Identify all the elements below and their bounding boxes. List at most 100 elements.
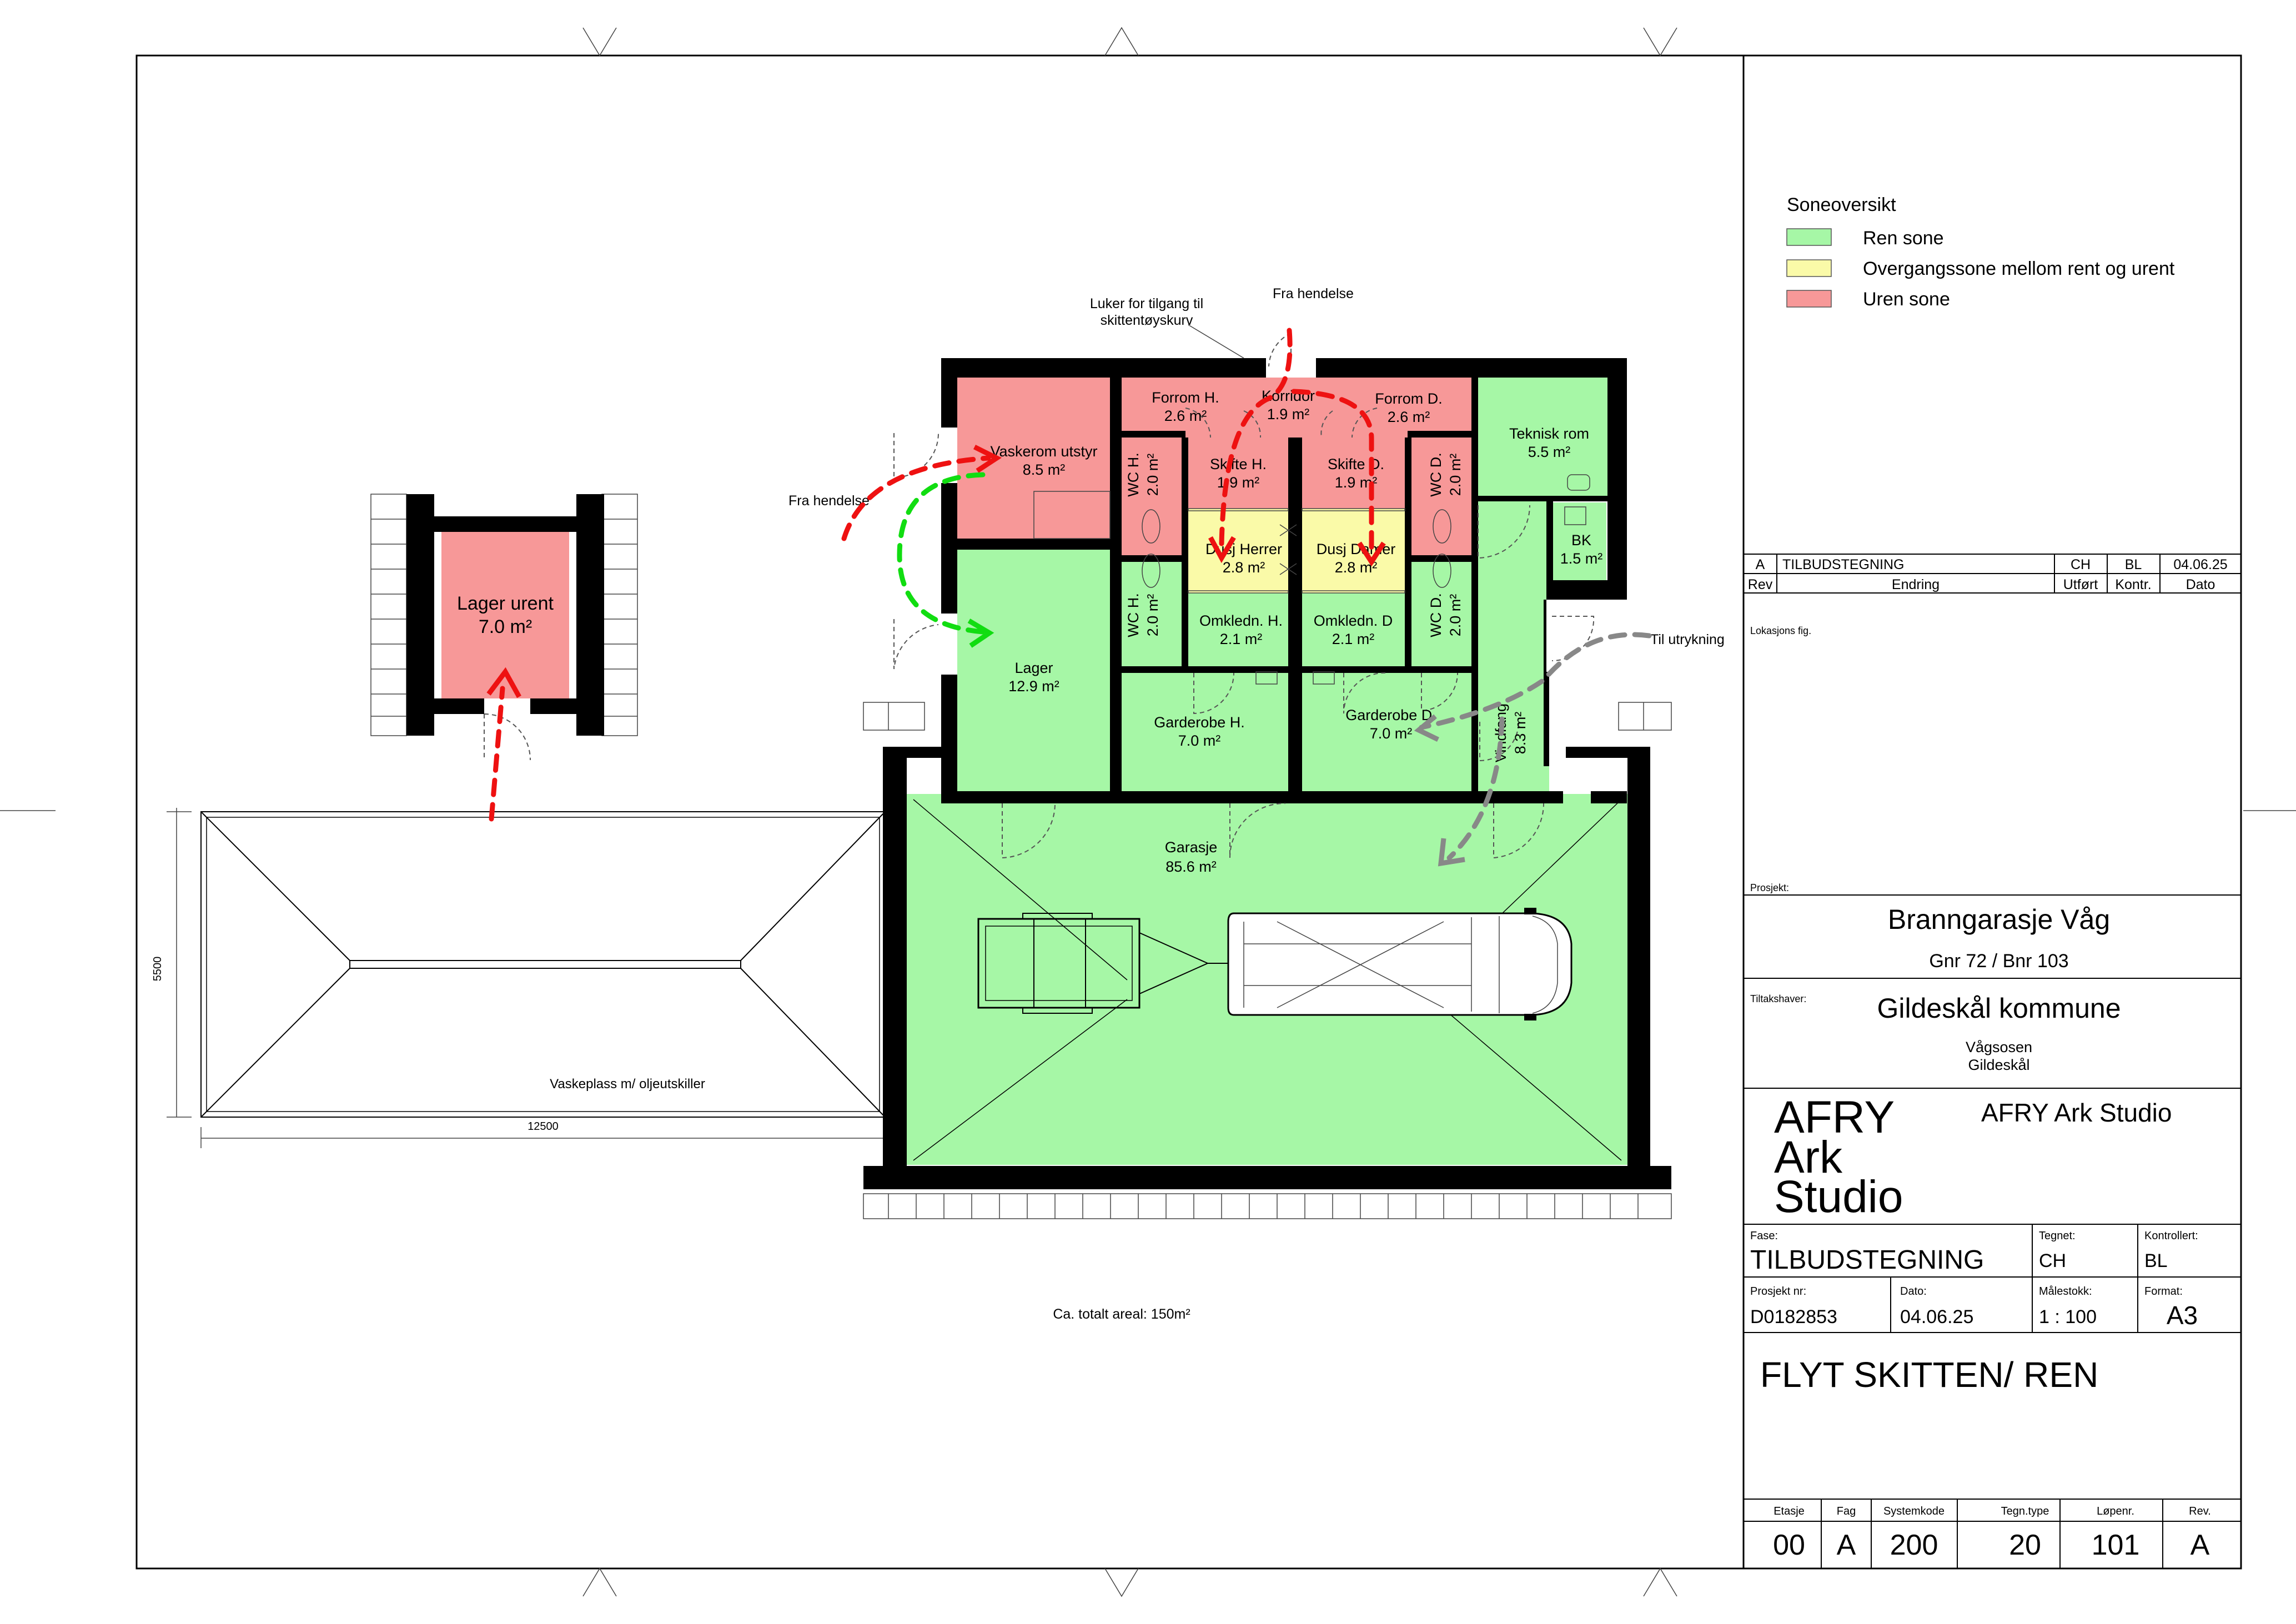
red-arrow-shed: [489, 686, 505, 822]
value-systemkode: 200: [1890, 1529, 1938, 1561]
firm-name: AFRY Ark Studio: [1981, 1098, 2172, 1127]
dimension-5500: 5500: [152, 957, 164, 982]
value-tegntype: 20: [2009, 1529, 2041, 1561]
vehicle: [1227, 908, 1572, 1020]
tegnet-label: Tegnet:: [2039, 1230, 2076, 1242]
room-name: WC D.: [1428, 452, 1444, 496]
room-area: 7.0 m²: [479, 616, 532, 637]
room-bk: [1548, 502, 1606, 580]
room-dusj-d: [1302, 509, 1405, 593]
dato-value: 04.06.25: [1900, 1306, 1973, 1328]
drawing-title: FLYT SKITTEN/ REN: [1760, 1355, 2098, 1395]
rev-dato: 04.06.25: [2173, 557, 2227, 572]
lokasjon-label: Lokasjons fig.: [1750, 625, 1811, 636]
note-luker-line2: skittentøyskurv: [1101, 313, 1193, 328]
room-area: 2.6 m²: [1388, 409, 1430, 425]
room-area: 5.5 m²: [1528, 444, 1571, 460]
room-teknisk: [1474, 378, 1607, 499]
room-area: 2.8 m²: [1223, 559, 1265, 576]
shed-walls: [406, 494, 604, 736]
room-omkled-h: [1188, 593, 1288, 666]
red-arrow-vaskerom: [841, 455, 991, 541]
fase-value: TILBUDSTEGNING: [1750, 1245, 1984, 1275]
prosjekt-name: Branngarasje Våg: [1888, 904, 2110, 935]
room-area: 2.0 m²: [1144, 594, 1161, 637]
room-name: WC H.: [1125, 593, 1142, 637]
header-systemkode: Systemkode: [1883, 1505, 1945, 1517]
prosjektnr-value: D0182853: [1750, 1306, 1837, 1328]
room-omkled-d: [1302, 593, 1405, 666]
malestokk-label: Målestokk:: [2039, 1285, 2092, 1298]
red-arrowhead: [973, 444, 1002, 473]
tiltakshaver-label: Tiltakshaver:: [1750, 993, 1806, 1004]
shed-door: [484, 713, 531, 761]
rev-header-dato: Dato: [2186, 577, 2215, 592]
legend-swatch-ren: [1786, 228, 1832, 246]
tiltakshaver-name: Gildeskål kommune: [1877, 993, 2121, 1024]
leader-luker: [1188, 324, 1244, 359]
room-area: 2.0 m²: [1447, 594, 1464, 637]
room-name: Omkledn. H.: [1199, 612, 1283, 629]
room-area: 7.0 m²: [1370, 725, 1413, 742]
room-wc-d-upper: [1411, 438, 1471, 560]
room-area: 2.0 m²: [1447, 454, 1464, 496]
room-name: Lager: [1014, 660, 1053, 676]
shed-building: [370, 494, 638, 761]
rev-value: A: [1756, 557, 1765, 572]
shed-cladding: [370, 494, 638, 736]
room-area: 8.3 m²: [1512, 712, 1529, 755]
room-name: Omkledn. D: [1314, 612, 1393, 629]
green-arrowhead: [967, 619, 994, 648]
note-til-utrykning: Til utrykning: [1650, 632, 1725, 647]
header-tegntype: Tegn.type: [2001, 1505, 2049, 1517]
logo-line2: Ark: [1774, 1132, 1843, 1183]
room-wc-h-lower: [1122, 560, 1182, 666]
kontrollert-value: BL: [2144, 1250, 2168, 1271]
dimension-lines: [167, 808, 886, 1148]
room-name: WC D.: [1428, 593, 1444, 637]
room-name: Skifte D.: [1328, 456, 1384, 472]
grey-arrowhead: [1438, 838, 1465, 867]
room-name: Garderobe D.: [1345, 707, 1436, 723]
fase-label: Fase:: [1750, 1230, 1778, 1242]
room-garderobe-d: [1302, 666, 1471, 791]
sted-line2: Gildeskål: [1968, 1057, 2029, 1073]
main-building: [863, 333, 1672, 1219]
tegnet-value: CH: [2039, 1250, 2066, 1271]
value-lopenr: 101: [2092, 1529, 2140, 1561]
header-etasje: Etasje: [1774, 1505, 1805, 1517]
legend-label-uren: Uren sone: [1863, 289, 1950, 310]
kontrollert-label: Kontrollert:: [2144, 1230, 2198, 1242]
room-name: BK: [1571, 532, 1591, 549]
room-dusj-h: [1188, 509, 1288, 593]
rev-header-rev: Rev: [1748, 577, 1773, 592]
room-area: 2.1 m²: [1220, 631, 1263, 647]
dato-label: Dato:: [1900, 1285, 1927, 1298]
room-wc-h-upper: [1122, 438, 1182, 560]
room-name: Forrom D.: [1375, 390, 1443, 407]
header-fag: Fag: [1837, 1505, 1856, 1517]
format-label: Format:: [2144, 1285, 2183, 1298]
room-lager: [957, 550, 1110, 791]
red-arrowhead: [1208, 536, 1236, 564]
room-area: 12.9 m²: [1008, 678, 1059, 695]
legend-swatch-uren: [1786, 290, 1832, 308]
opening-vindfang: [1546, 600, 1552, 672]
note-fra-hendelse-top: Fra hendelse: [1273, 286, 1354, 301]
legend-swatch-overgang: [1786, 259, 1832, 277]
rev-endring: TILBUDSTEGNING: [1782, 557, 1904, 572]
legend-label-ren: Ren sone: [1863, 228, 1944, 249]
room-area: 2.0 m²: [1144, 454, 1161, 496]
titleblock: Prosjekt: Branngarasje Våg Gnr 72 / Bnr …: [1744, 882, 2241, 1568]
room-garderobe-h: [1122, 666, 1288, 791]
rev-kontr: BL: [2125, 557, 2142, 572]
rev-header-utfort: Utført: [2063, 577, 2098, 592]
grey-arrow-out: [1419, 632, 1652, 730]
room-name: Teknisk rom: [1509, 425, 1589, 442]
room-area: 2.1 m²: [1332, 631, 1375, 647]
value-rev: A: [2191, 1529, 2210, 1561]
fixtures: [1033, 474, 1590, 685]
shower-door-marks: [1279, 524, 1297, 575]
room-name: WC H.: [1125, 452, 1142, 496]
